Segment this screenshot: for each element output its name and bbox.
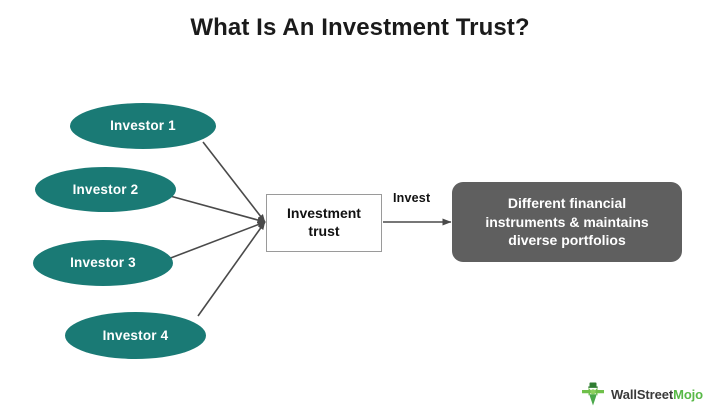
investment-trust-node[interactable]: Investment trust: [266, 194, 382, 252]
wallstreetmojo-bull-icon: [582, 382, 604, 406]
outcome-label-wrap: Different financial instruments & mainta…: [485, 194, 648, 250]
investment-trust-label-line2: trust: [308, 223, 340, 239]
investor-label: Investor 4: [102, 327, 169, 343]
page-title: What Is An Investment Trust?: [190, 14, 530, 41]
connector-investor-4: [197, 221, 266, 317]
investor-node-2[interactable]: Investor 2: [35, 167, 176, 212]
investor-label: Investor 3: [70, 255, 136, 271]
outcome-label-line3: diverse portfolios: [508, 232, 626, 249]
investment-trust-label-line1: Investment: [287, 205, 361, 222]
logo-text-primary: WallStreet: [611, 386, 674, 402]
investor-label: Investor 1: [110, 118, 176, 134]
outcome-node[interactable]: Different financial instruments & mainta…: [452, 182, 682, 262]
connector-investor-3: [167, 221, 266, 260]
logo-text-accent: Mojo: [673, 386, 704, 402]
wallstreetmojo-logo[interactable]: WallStreetMojo: [580, 381, 703, 407]
outcome-label-line1: Different financial: [507, 195, 627, 212]
invest-edge-label: Invest: [393, 191, 431, 205]
investor-label: Investor 2: [72, 181, 139, 197]
investor-node-1[interactable]: Investor 1: [70, 103, 216, 149]
outcome-label-line2: instruments & maintains: [485, 213, 649, 230]
investor-node-3[interactable]: Investor 3: [33, 240, 173, 286]
investment-trust-label-wrap: Investment trust: [287, 205, 361, 241]
investor-node-4[interactable]: Investor 4: [65, 312, 206, 359]
connector-investor-2: [169, 195, 266, 224]
wallstreetmojo-logo-text: WallStreetMojo: [611, 387, 703, 402]
connector-investor-1: [202, 141, 266, 223]
